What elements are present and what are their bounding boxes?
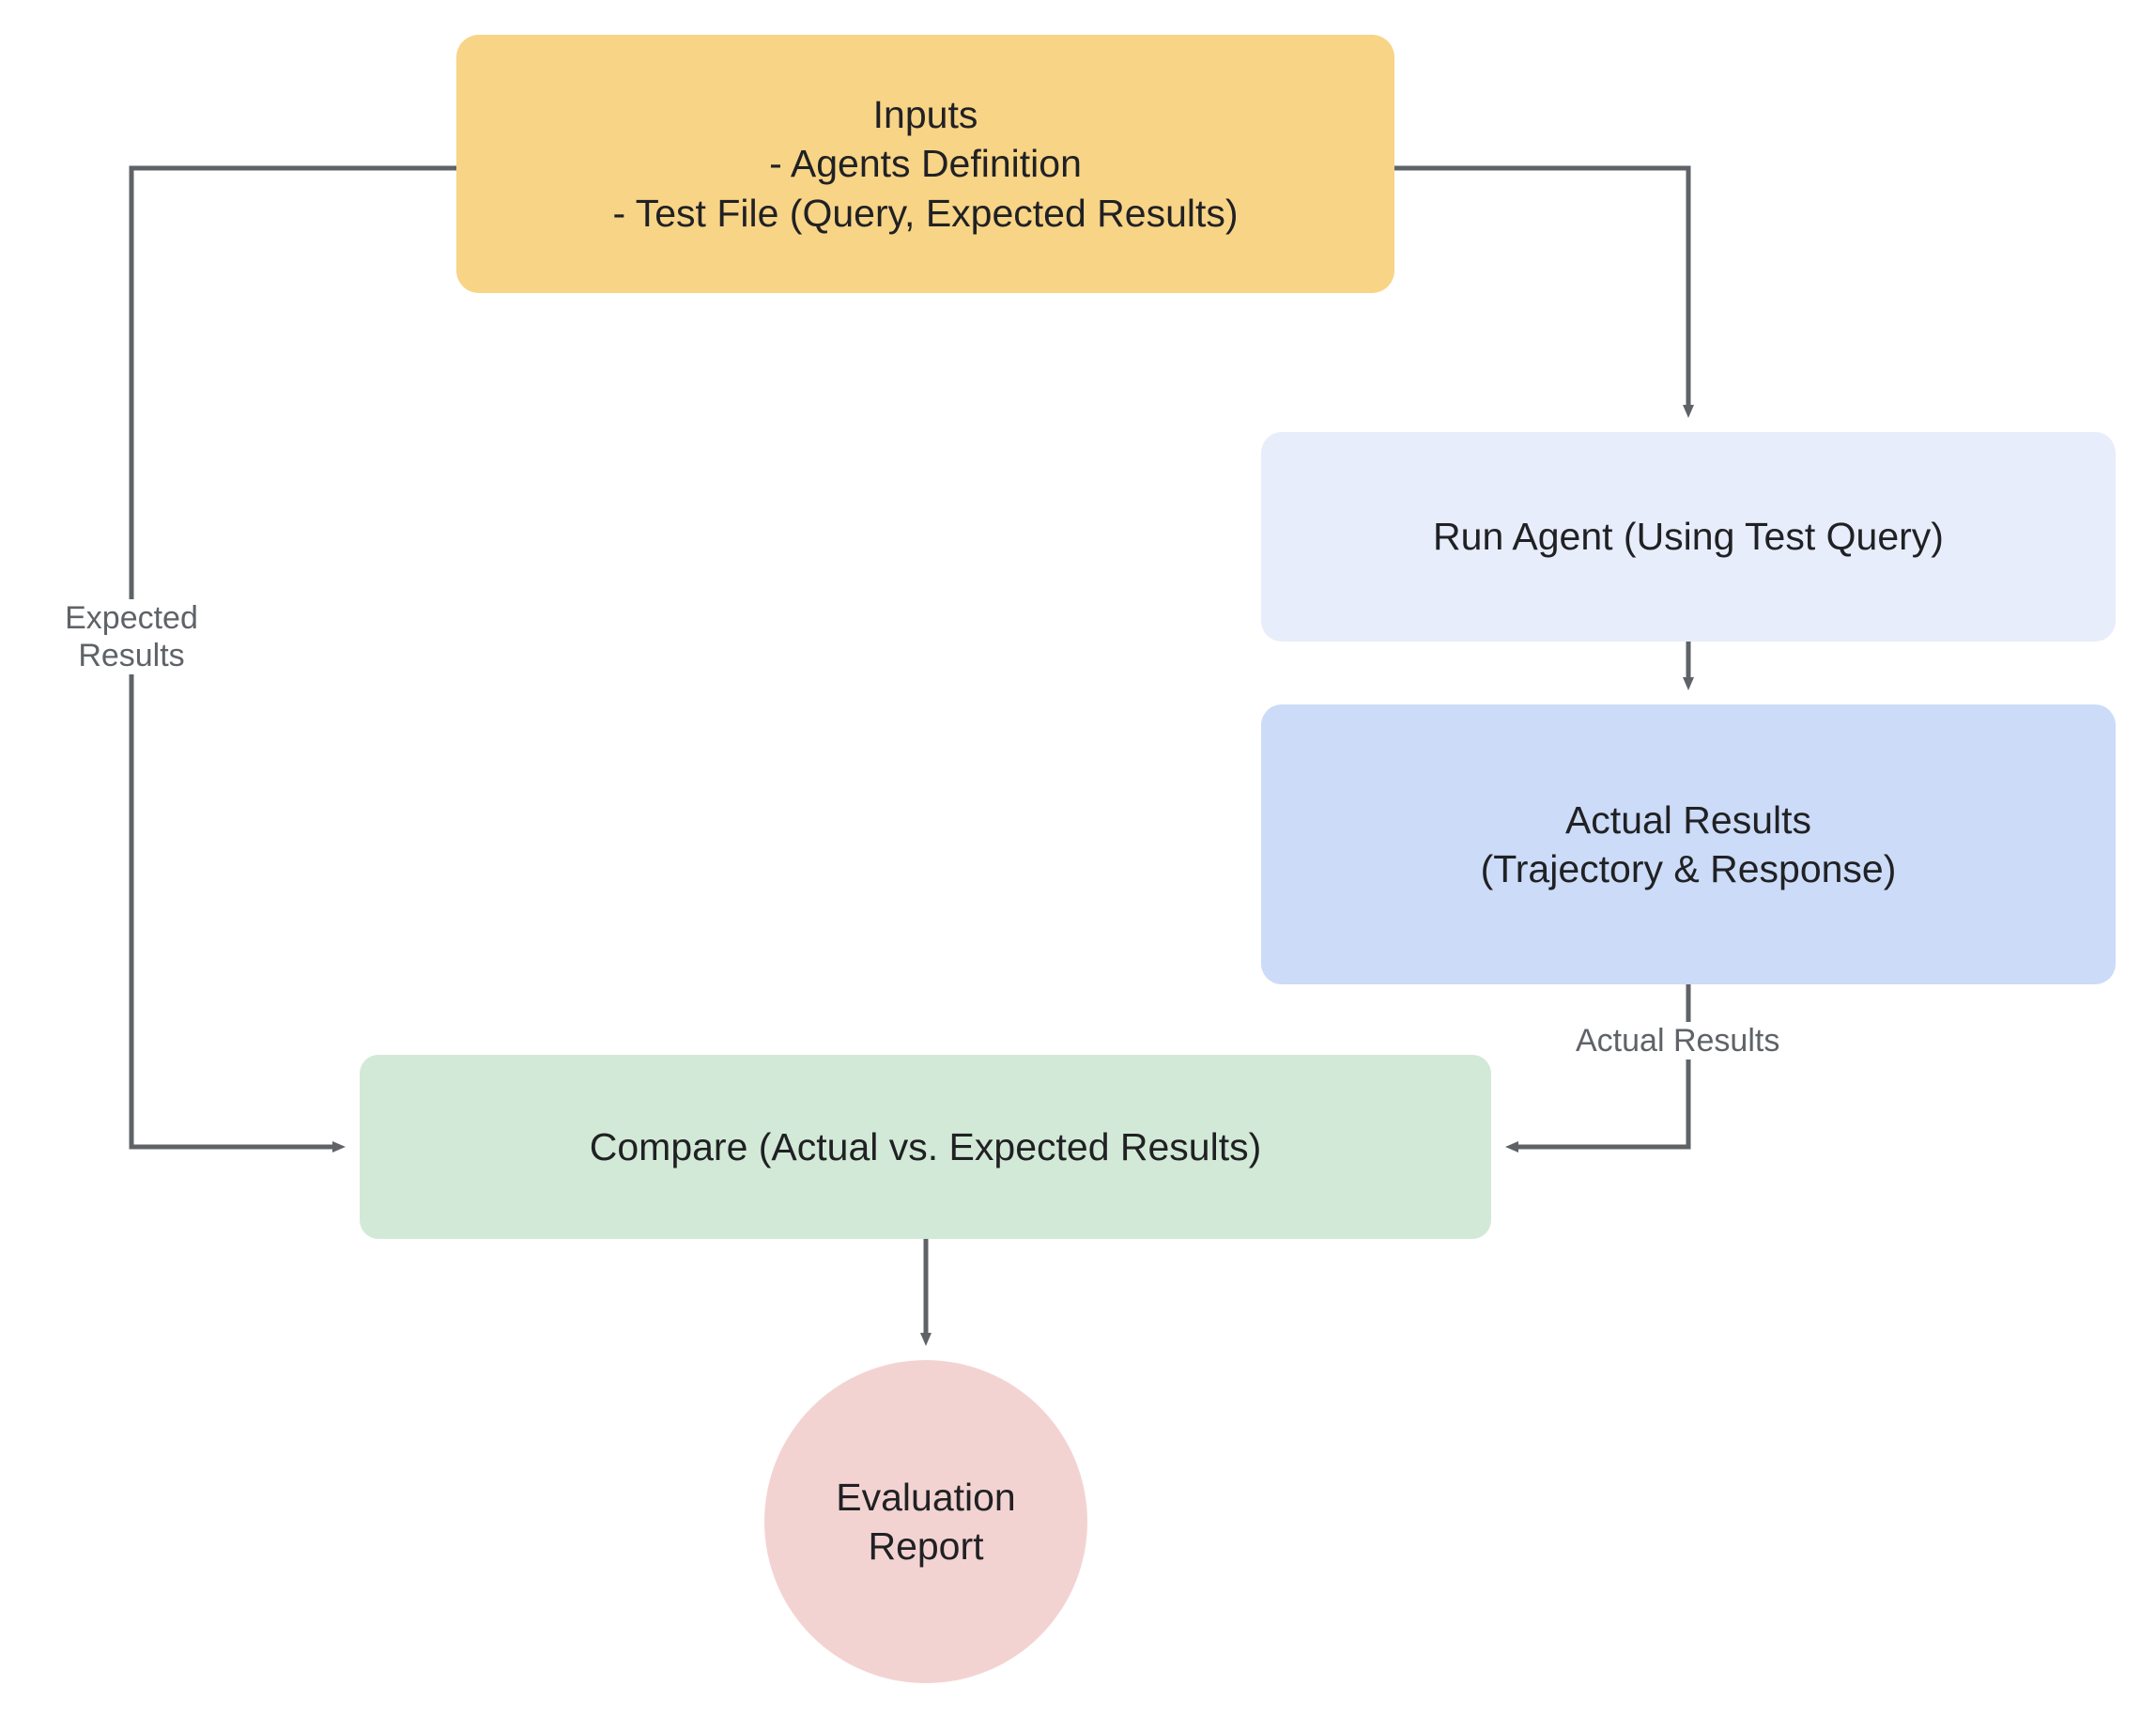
evaluation-report-node-shape[interactable] [764, 1360, 1087, 1683]
inputs-node-shape[interactable] [456, 35, 1394, 293]
actual-results-node-shape[interactable] [1261, 704, 2116, 984]
edge-inputs-to-compare-path [129, 165, 456, 1152]
run-agent-node-shape[interactable] [1261, 432, 2116, 642]
edge-actual-results-to-compare-path [1505, 984, 1691, 1152]
node-shapes [360, 35, 2116, 1683]
compare-node-shape[interactable] [360, 1055, 1491, 1239]
edge-inputs-to-run-agent-path [1394, 165, 1694, 418]
